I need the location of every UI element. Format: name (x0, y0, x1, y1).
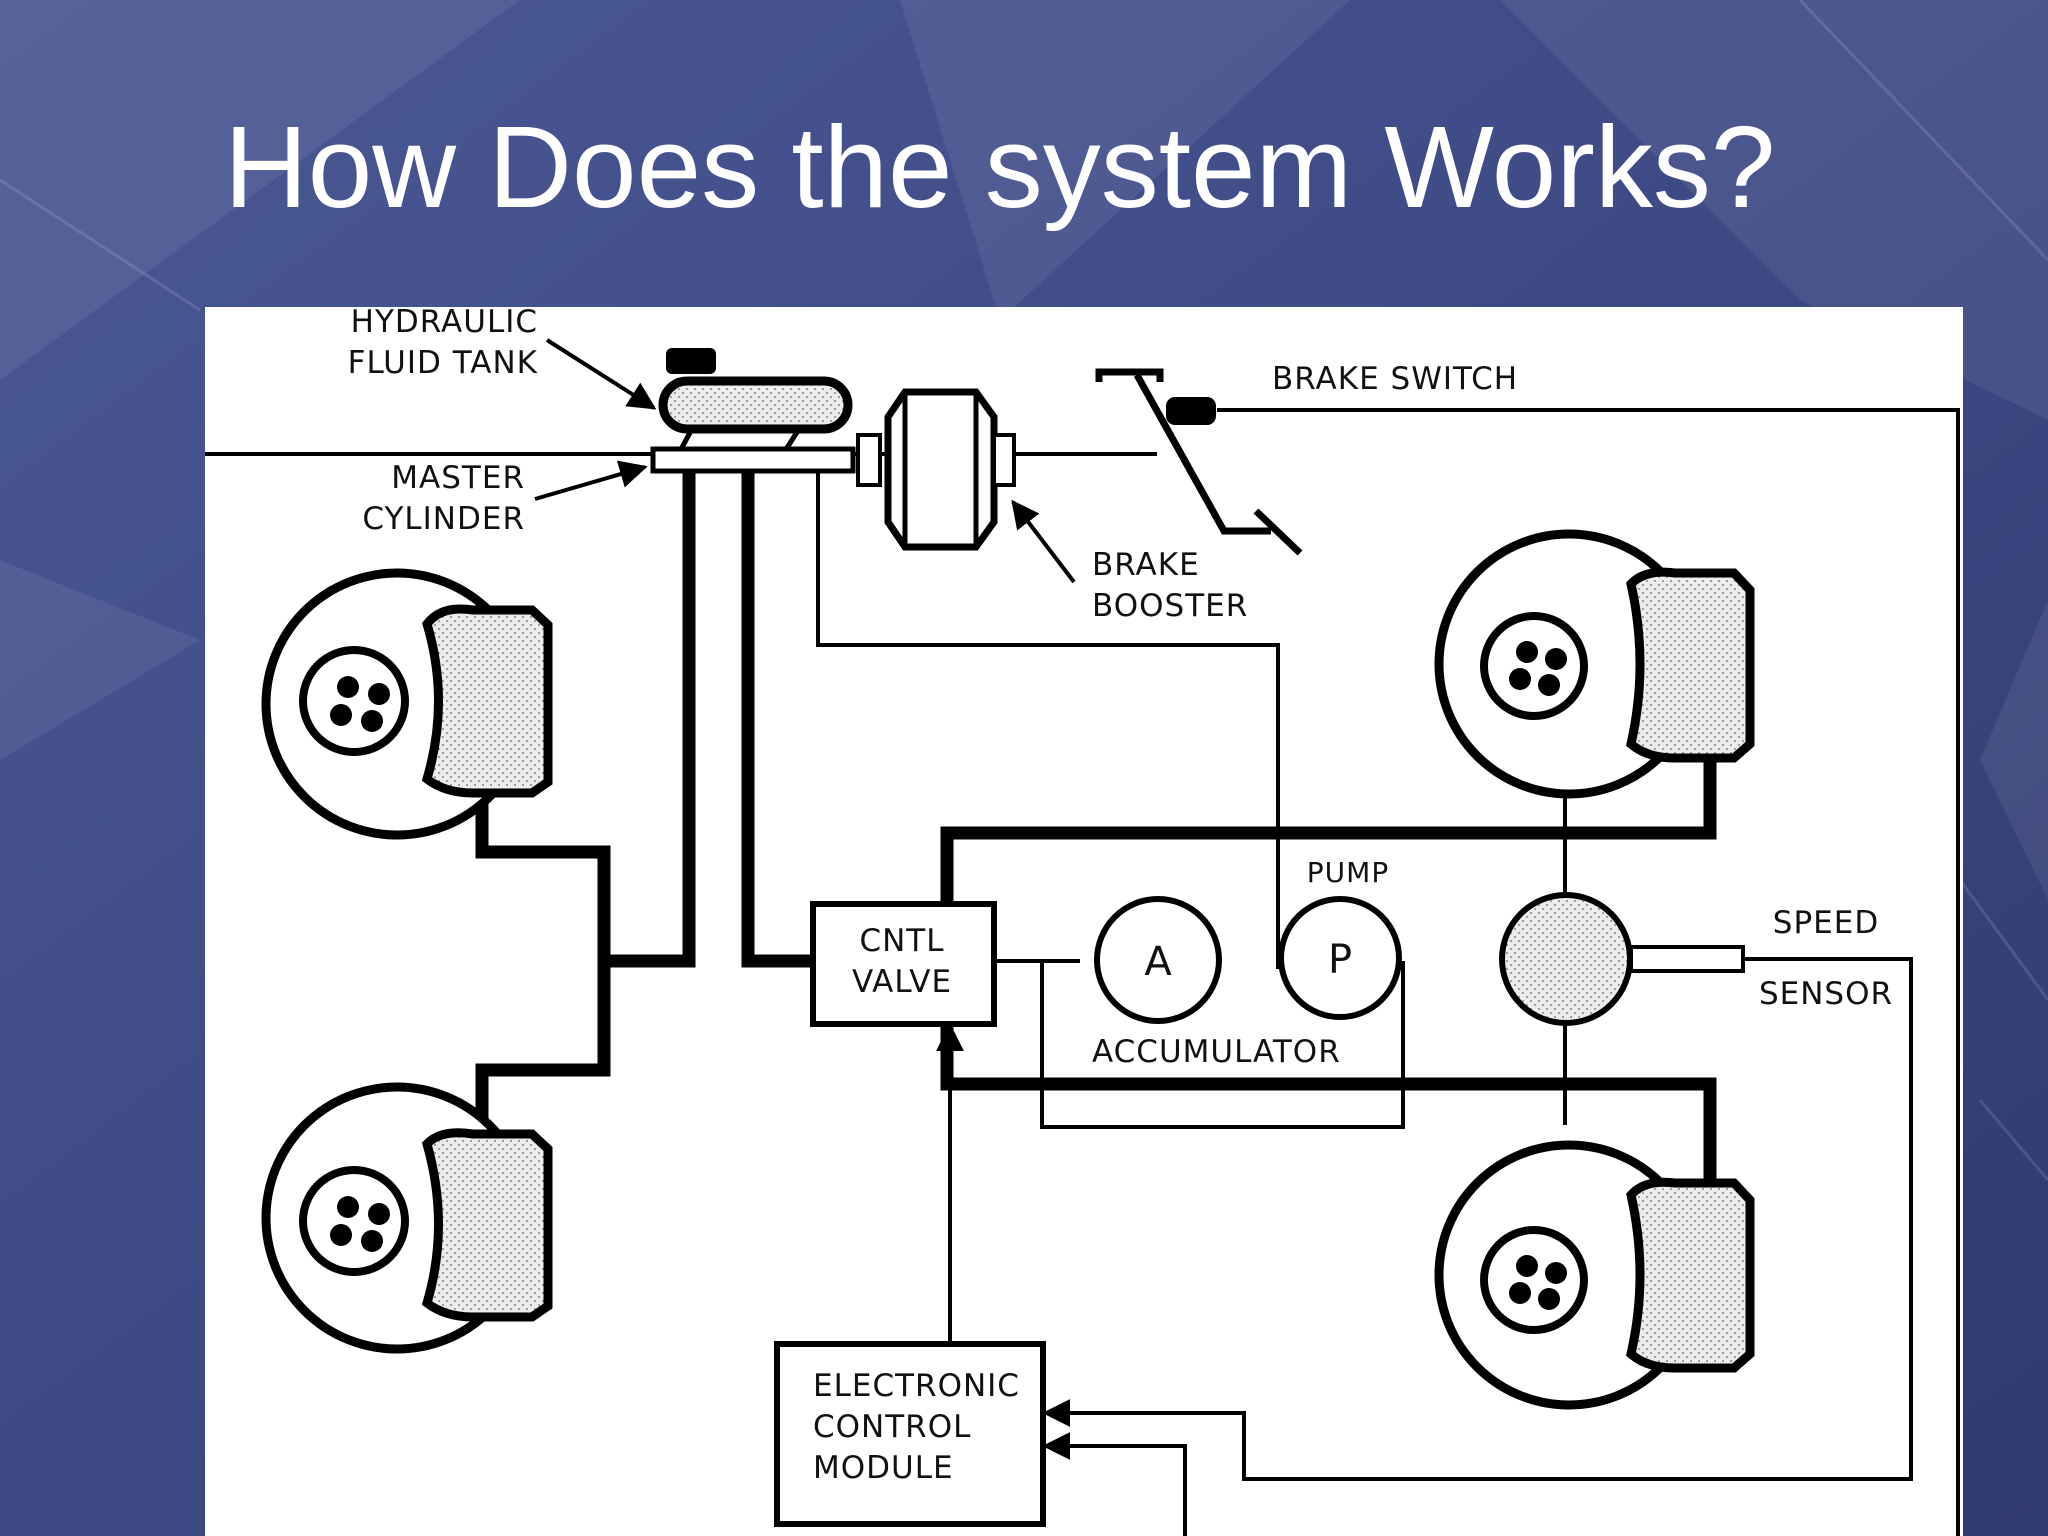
electronic-control-module: ELECTRONIC CONTROL MODULE (774, 1341, 1046, 1527)
control-valve-label-line1: CNTL (859, 923, 944, 959)
pump: P (1278, 896, 1402, 1020)
brake-pedal (1095, 368, 1303, 556)
accumulator-symbol: A (1144, 939, 1172, 985)
control-valve-label-line2: VALVE (852, 964, 952, 1000)
label-master-line1: MASTER (391, 460, 525, 496)
hydraulic-fluid-tank (658, 348, 853, 453)
label-master-line2: CYLINDER (362, 501, 525, 537)
label-booster-line2: BOOSTER (1092, 588, 1248, 624)
brake-switch (1166, 397, 1216, 425)
pump-symbol: P (1328, 937, 1352, 983)
label-sensor: SENSOR (1759, 976, 1893, 1012)
ecm-label-line2: CONTROL (813, 1409, 971, 1445)
ecm-label-line1: ELECTRONIC (813, 1368, 1020, 1404)
label-hydraulic-line1: HYDRAULIC (351, 307, 538, 340)
label-pump: PUMP (1307, 856, 1389, 889)
label-speed: SPEED (1773, 905, 1879, 941)
brake-booster (884, 388, 1016, 551)
label-hydraulic-line2: FLUID TANK (348, 345, 538, 381)
label-arrows (534, 338, 1076, 584)
ecm-label-line3: MODULE (813, 1450, 954, 1486)
abs-brake-system-diagram: CNTL VALVE A P ELECTRONIC CONTROL MODULE (205, 307, 1963, 1536)
slide-title: How Does the system Works? (224, 102, 1776, 232)
label-brake-switch: BRAKE SWITCH (1272, 361, 1518, 397)
speed-sensor-unit (1499, 892, 1745, 1026)
label-booster-line1: BRAKE (1092, 547, 1200, 583)
wheel-rear-left (261, 1082, 553, 1354)
accumulator: A (1094, 896, 1222, 1024)
wheel-front-right (1434, 529, 1755, 799)
control-valve: CNTL VALVE (810, 901, 997, 1027)
wheel-front-left (261, 568, 553, 840)
master-cylinder (650, 433, 882, 487)
wheel-rear-right (1434, 1140, 1755, 1410)
label-accumulator: ACCUMULATOR (1092, 1034, 1341, 1070)
hydraulic-lines (475, 460, 1717, 1179)
